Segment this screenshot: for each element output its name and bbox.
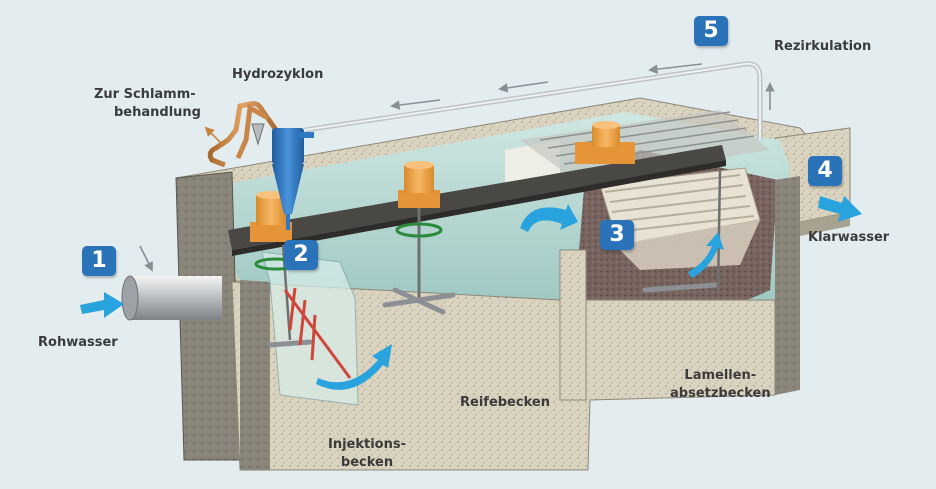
step-badge-1: 1 (82, 246, 116, 276)
motor-reife (398, 161, 440, 208)
label-klarwasser: Klarwasser (808, 230, 890, 245)
label-lamellenabsetzbecken: Lamellen- absetzbecken (670, 367, 771, 403)
motor-scraper (575, 121, 635, 164)
label-injektionsbecken: Injektions- becken (328, 436, 406, 472)
step-badge-4: 4 (808, 156, 842, 186)
flow-arrows-gray (139, 63, 775, 272)
label-zur-schlamm-line2: behandlung (114, 105, 201, 120)
arrow-inlet-feed (139, 245, 153, 272)
tank-structure (175, 97, 851, 471)
label-injektions-line1: Injektions- (328, 437, 406, 452)
label-hydrozyklon: Hydrozyklon (232, 67, 324, 82)
arrow-return-3 (648, 63, 703, 74)
label-zur-schlammbehandlung: Zur Schlamm- behandlung (94, 86, 201, 122)
pipes (121, 61, 763, 321)
inlet-pipe (121, 275, 222, 321)
label-lamellen-line2: absetzbecken (670, 386, 771, 401)
step-badge-2: 2 (284, 240, 318, 270)
arrow-return-2 (498, 81, 549, 93)
hydrocyclone (251, 123, 314, 230)
label-zur-schlamm-line1: Zur Schlamm- (94, 87, 196, 102)
step-badge-5: 5 (694, 16, 728, 46)
arrow-injection-mix (316, 344, 392, 390)
arrow-rohwasser (80, 292, 124, 318)
label-reifebecken: Reifebecken (460, 395, 550, 410)
arrow-lamella-rise (688, 232, 724, 278)
bridge-beam (228, 145, 726, 250)
label-injektions-line2: becken (340, 455, 394, 470)
arrow-klarwasser (818, 196, 862, 222)
label-rezirkulation: Rezirkulation (774, 39, 872, 54)
sludge-pipe (207, 101, 279, 168)
arrow-transfer (520, 204, 578, 232)
arrow-return-1 (390, 99, 441, 110)
arrow-sludge-out (204, 126, 225, 147)
label-rohwasser: Rohwasser (38, 335, 118, 350)
flow-arrows-blue (80, 196, 862, 390)
label-lamellen-line1: Lamellen- (684, 368, 757, 383)
step-badge-3: 3 (600, 220, 634, 250)
